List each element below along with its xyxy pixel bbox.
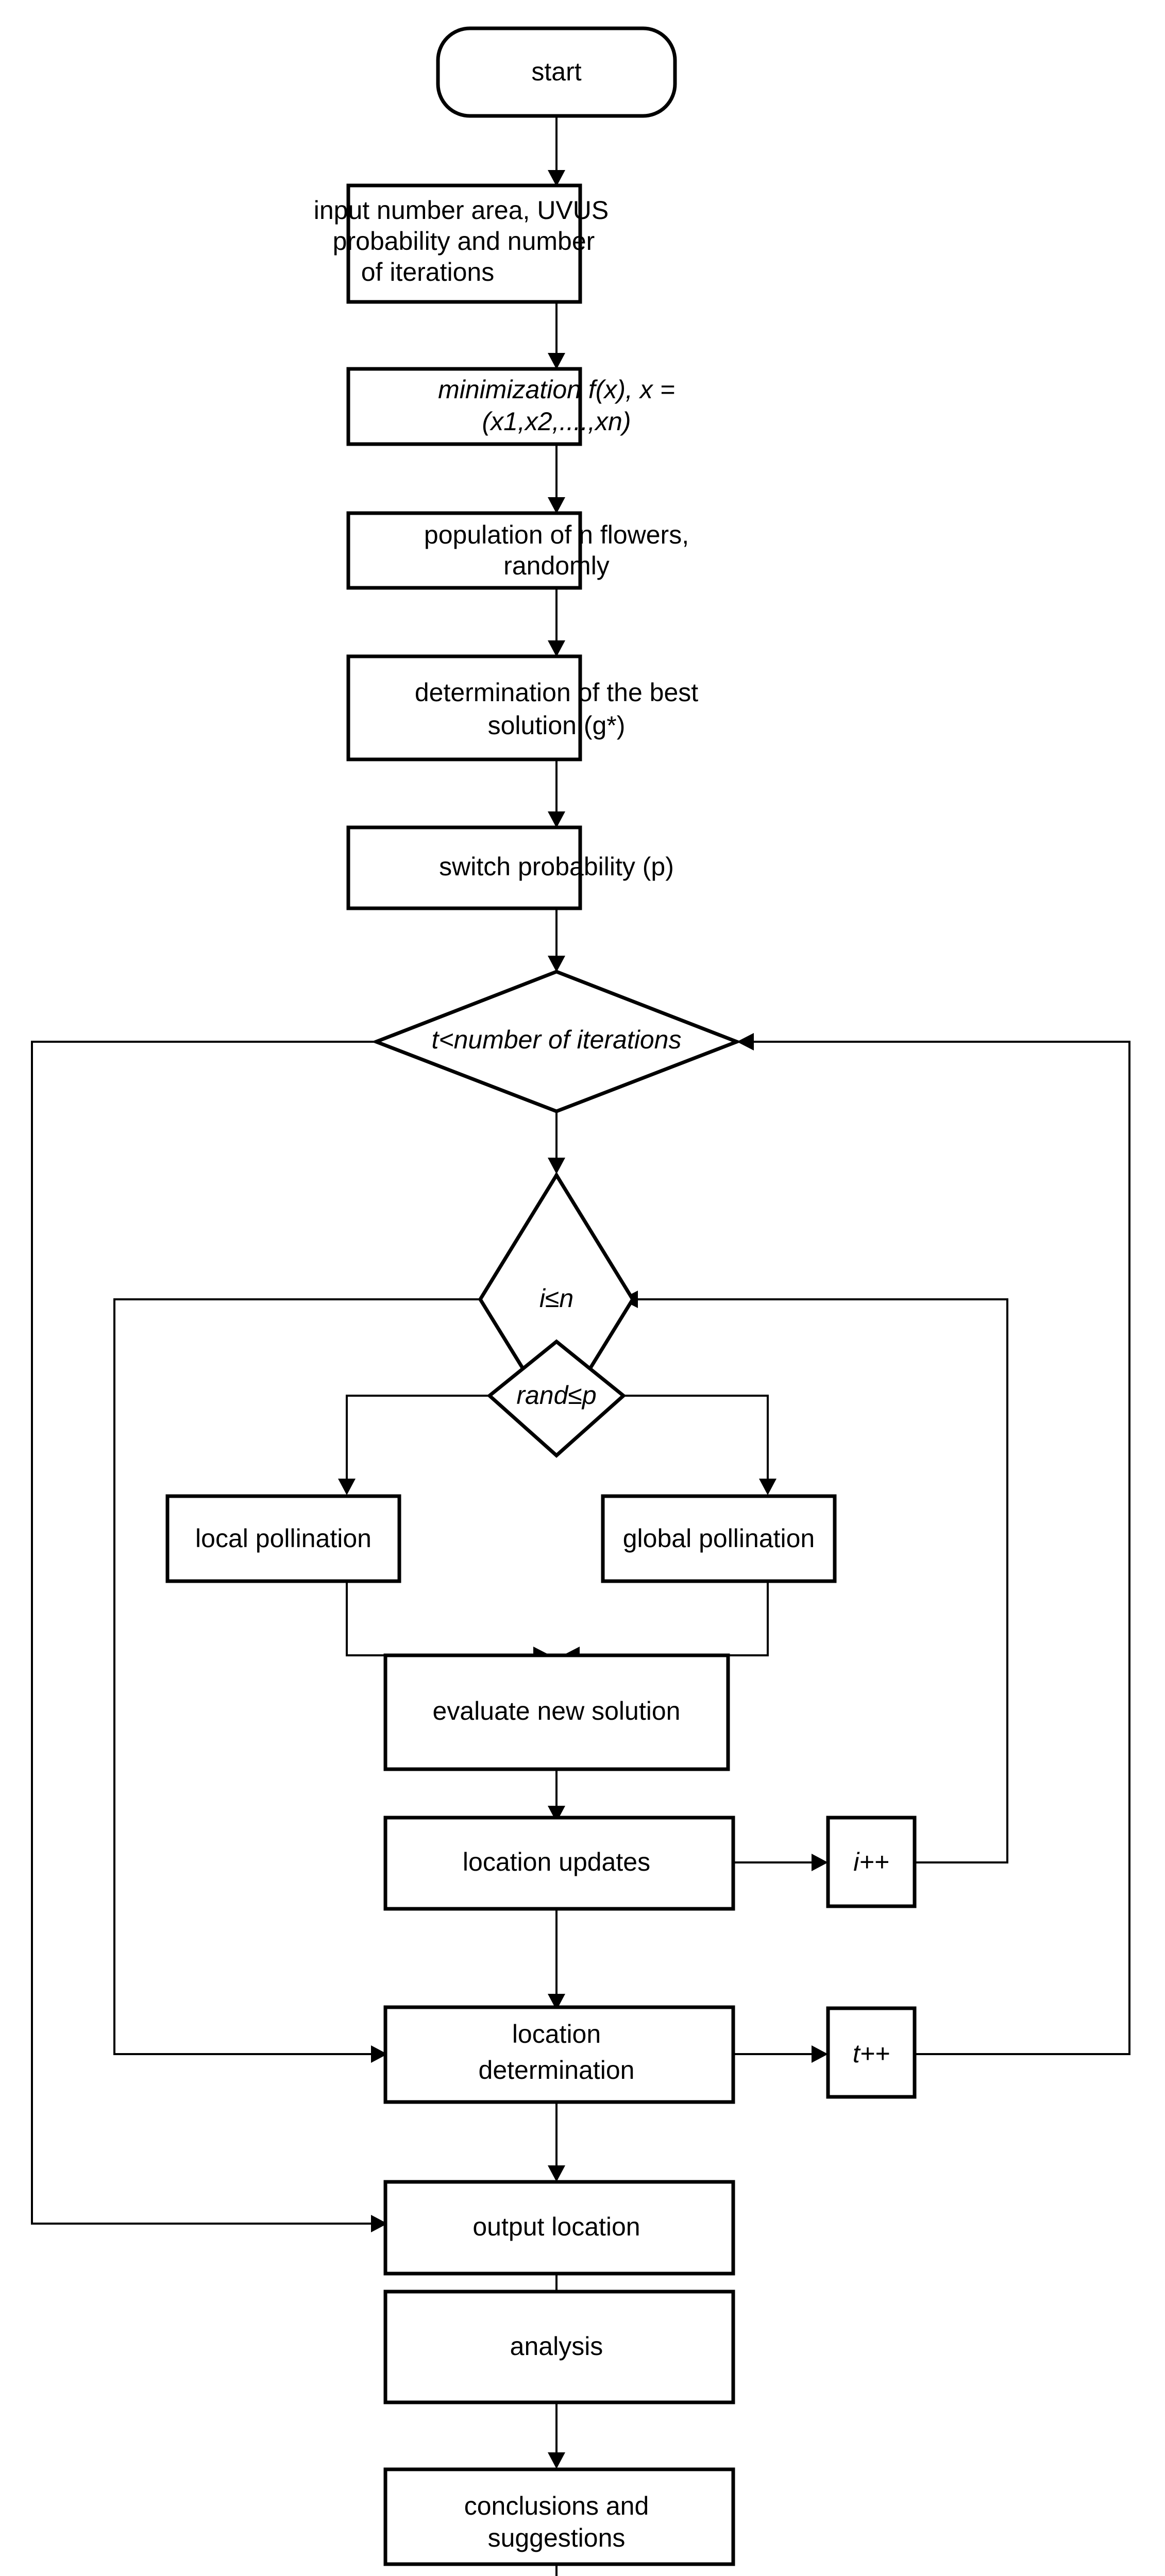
node-input-label-line3: of iterations [361,258,494,286]
node-t-increment-label: t++ [853,2039,890,2068]
node-minimization-label-line2: (x1,x2,....,xn) [482,407,631,436]
edge-location-determination-to-t-increment [733,2045,828,2063]
node-conclusions[interactable]: conclusions and suggestions [383,2467,735,2566]
edge-t-increment-to-decision-t [737,1033,1130,2055]
node-local-pollination[interactable]: local pollination [165,1494,401,1583]
node-analysis-label: analysis [510,2332,603,2361]
node-best-solution-label-line1: determination of the best [415,678,698,707]
edge-minimization-to-population [548,444,565,514]
node-output-location-label: output location [472,2212,640,2241]
node-decision-t[interactable]: t<number of iterations [371,970,742,1113]
node-evaluate-label: evaluate new solution [433,1697,681,1725]
node-population[interactable]: population of n flowers, randomly [346,511,689,590]
node-start[interactable]: start [436,26,677,118]
node-global-pollination[interactable]: global pollination [601,1494,837,1583]
node-location-determination-label-line2: determination [479,2056,635,2084]
node-t-increment[interactable]: t++ [826,2006,917,2099]
edge-decision-rand-to-local-pollination [338,1395,489,1495]
node-switch-probability[interactable]: switch probability (p) [346,825,674,910]
edge-analysis-to-conclusions [548,2402,565,2469]
edge-local-pollination-to-evaluate [346,1581,550,1664]
node-input-label-line1: input number area, UVUS [314,196,609,225]
node-decision-rand-label: rand≤p [516,1381,596,1410]
node-minimization[interactable]: minimization f(x), x = (x1,x2,....,xn) [346,367,675,446]
node-location-updates-label: location updates [463,1848,650,1876]
edge-decision-t-to-decision-i [548,1111,565,1174]
node-conclusions-label-line1: conclusions and [464,2492,649,2520]
node-output-location[interactable]: output location [383,2180,735,2276]
node-population-label-line2: randomly [503,551,610,580]
node-decision-i[interactable]: i≤n [478,1171,636,1427]
edge-start-to-input [548,116,565,187]
node-global-pollination-label: global pollination [623,1524,815,1553]
edge-evaluate-to-location-updates [548,1769,565,1822]
node-analysis[interactable]: analysis [383,2290,735,2404]
edge-switch-probability-to-decision-t [548,908,565,972]
edge-input-to-minimization [548,302,565,369]
node-decision-t-label: t<number of iterations [432,1025,682,1054]
edge-decision-t-to-output-location [31,1041,387,2232]
node-input-label-line2: probability and number [333,227,595,256]
node-location-updates[interactable]: location updates [383,1816,735,1911]
node-decision-i-label: i≤n [539,1284,573,1313]
node-decision-rand[interactable]: rand≤p [486,1339,627,1458]
edge-global-pollination-to-evaluate [563,1581,769,1664]
node-location-determination[interactable]: location determination [383,2005,735,2104]
node-best-solution-label-line2: solution (g*) [488,711,626,740]
node-conclusions-label-line2: suggestions [488,2523,626,2552]
edge-conclusions-to-finish [555,2564,558,2576]
node-best-solution[interactable]: determination of the best solution (g*) [346,654,698,761]
node-local-pollination-label: local pollination [195,1524,372,1553]
edge-population-to-best-solution [548,588,565,657]
edge-decision-i-to-location-determination [113,1298,492,2063]
edge-location-updates-to-i-increment [733,1854,828,1871]
edge-best-solution-to-switch-probability [548,759,565,828]
node-evaluate[interactable]: evaluate new solution [383,1653,730,1771]
node-i-increment[interactable]: i++ [826,1816,917,1908]
node-switch-probability-label: switch probability (p) [439,852,674,881]
node-i-increment-label: i++ [853,1848,889,1876]
edge-decision-rand-to-global-pollination [623,1395,776,1495]
node-minimization-label-line1: minimization f(x), x = [438,375,675,404]
edge-location-updates-to-location-determination [548,1909,565,2010]
node-population-label-line1: population of n flowers, [424,520,689,549]
node-start-label: start [531,57,581,86]
edge-location-determination-to-output-location [548,2102,565,2182]
node-input[interactable]: input number area, UVUS probability and … [314,183,609,304]
node-location-determination-label-line1: location [512,2020,601,2048]
